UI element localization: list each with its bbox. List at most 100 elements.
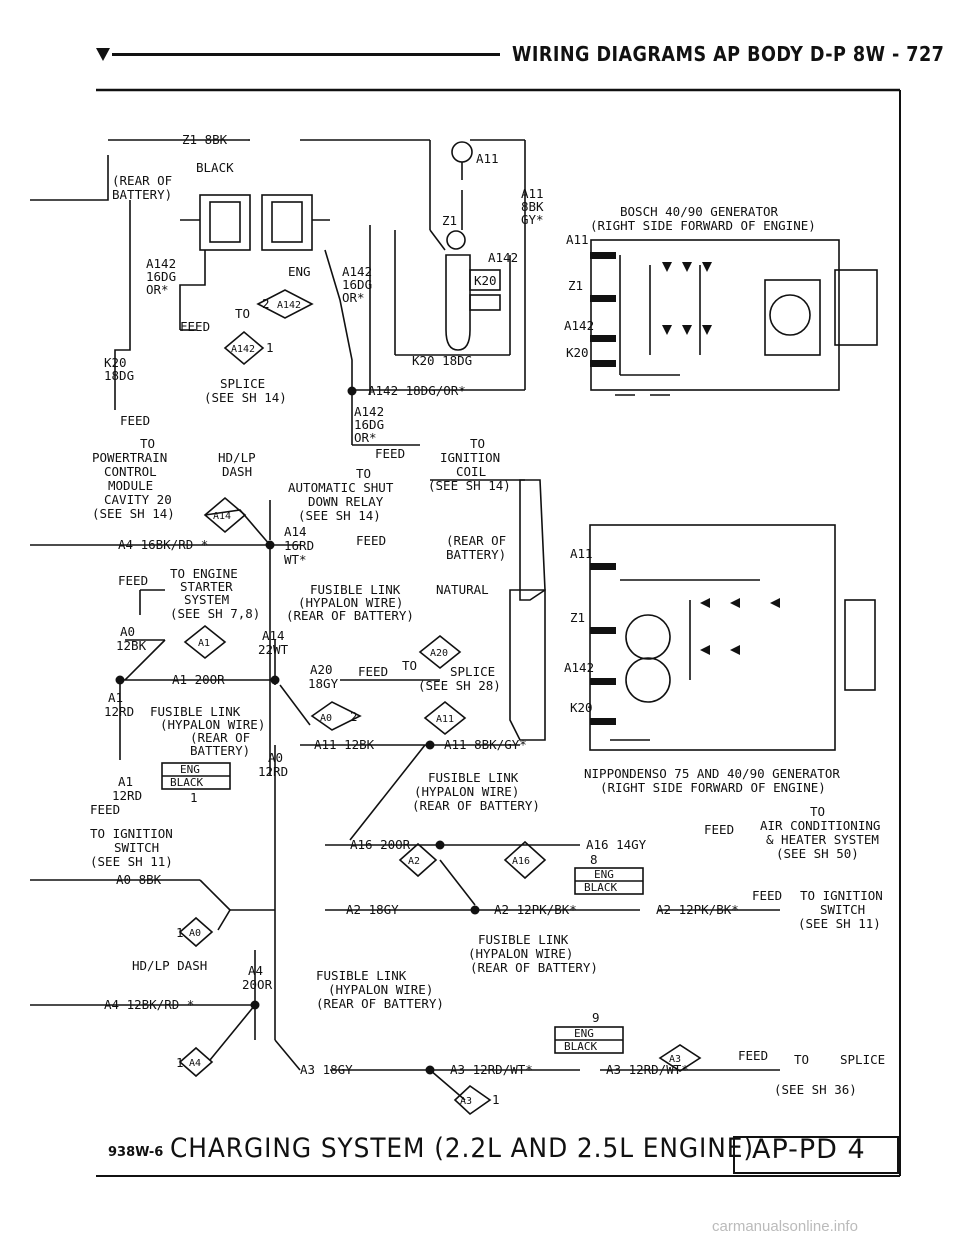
a14-1: A14 [284,524,307,539]
natural-label: NATURAL [436,582,489,597]
k20-left-2: 18DG [104,368,134,383]
k20-18dg-line-label: K20 18DG [412,353,472,368]
fl4-2: (HYPALON WIRE) [468,946,573,961]
fl4-3: (REAR OF BATTERY) [470,960,598,975]
eng-label: ENG [288,264,311,279]
z1-mid-label: Z1 [442,213,457,228]
to-spl-1: TO [402,658,417,673]
to-a3-label: TO [794,1052,809,1067]
gen2-k20: K20 [570,700,593,715]
a1-20or-label: A1 20OR [172,672,225,687]
see-sh14-a: (SEE SH 14) [204,390,287,405]
a0-12rd-1: A0 [268,750,283,765]
gen2-a11: A11 [570,546,593,561]
bosch-title: BOSCH 40/90 GENERATOR [620,204,779,219]
header-rule [112,53,500,56]
to-eng-4: (SEE SH 7,8) [170,606,260,621]
to-pcm-5: CAVITY 20 [104,492,172,507]
a0-8bk-label: A0 8BK [116,872,162,887]
to-asd-4: (SEE SH 14) [298,508,381,523]
to-label-1: TO [235,306,250,321]
feed-label-8: FEED [704,822,734,837]
a1b-1: A1 [118,774,133,789]
fl3-3: (REAR OF BATTERY) [412,798,540,813]
diagram-code: 938W-6 [108,1145,164,1160]
to-spl-2: SPLICE [450,664,495,679]
fl3-1: FUSIBLE LINK [428,770,519,785]
fl5-1: FUSIBLE LINK [316,968,407,983]
page-header: WIRING DIAGRAMS AP BODY D-P 8W - 727 [0,0,960,80]
a2-18gy-label: A2 18GY [346,902,399,917]
black-4: BLACK [564,1040,597,1053]
black-label: BLACK [196,160,234,175]
fl1-2: (HYPALON WIRE) [298,595,403,610]
a142-right-1: A142 [342,264,372,279]
hdlp-1: HD/LP [218,450,256,465]
to-ac-4: (SEE SH 50) [776,846,859,861]
conn-a142-label: A142 [277,300,301,311]
feed-label-9: FEED [752,888,782,903]
gen1-a11: A11 [566,232,589,247]
feed-label-10: FEED [738,1048,768,1063]
fl2-4: BATTERY) [190,743,250,758]
to-pcm-4: MODULE [108,478,153,493]
a2-12pk-b-label: A2 12PK/BK* [656,902,739,917]
to-ign-sw-2: SWITCH [114,840,159,855]
to-ign-1: TO [470,436,485,451]
one-label: 1 [190,790,198,805]
conn-a14-label: A14 [213,511,231,522]
conn-a4-label: A4 [189,1058,201,1069]
conn-a16-label: A16 [512,856,530,867]
feed-label-7: FEED [90,802,120,817]
a4-12bk-label: A4 12BK/RD * [104,997,194,1012]
feed-label-3: FEED [375,446,405,461]
a0-2: 12BK [116,638,147,653]
fl2-3: (REAR OF [190,730,250,745]
z1-8bk-label: Z1 8BK [182,132,228,147]
fl3-2: (HYPALON WIRE) [414,784,519,799]
k20-left-1: K20 [104,355,127,370]
feed-label-4: FEED [356,533,386,548]
conn-a20-label: A20 [430,648,448,659]
conn-a1-label: A1 [198,638,210,649]
conn-2-label: 2 [262,296,270,311]
a0-12rd-2: 12RD [258,764,288,779]
a3-12rd-label: A3 12RD/WT* [450,1062,533,1077]
conn-a142b-label: A142 [231,344,255,355]
gen1-z1: Z1 [568,278,583,293]
rear-of-label: (REAR OF [112,173,172,188]
conn-a0b-label: A0 [189,928,201,939]
hdlp-dash-label: HD/LP DASH [132,958,207,973]
a142-b-2: 16DG [354,417,384,432]
to-asd-2: AUTOMATIC SHUT [288,480,394,495]
gen2-z1: Z1 [570,610,585,625]
page-id-box [733,1136,899,1174]
hdlp-2: DASH [222,464,252,479]
a2-12pk-label: A2 12PK/BK* [494,902,577,917]
to-eng-1: TO ENGINE [170,566,238,581]
to-ign-sw-b-2: SWITCH [820,902,865,917]
to-ign-sw-b-3: (SEE SH 11) [798,916,881,931]
see-sh36-label: (SEE SH 36) [774,1082,857,1097]
a14-2: 16RD [284,538,314,553]
a142-left-3: OR* [146,282,169,297]
gen1-k20: K20 [566,345,589,360]
a142-right-3: OR* [342,290,365,305]
eng-4: ENG [574,1027,594,1040]
a4-1: A4 [248,963,263,978]
fl1-1: FUSIBLE LINK [310,582,401,597]
a11-label-2: 8BK [521,199,544,214]
a3-18gy-label: A3 18GY [300,1062,353,1077]
a14-22wt-2: 22WT [258,642,289,657]
a1b-2: 12RD [112,788,142,803]
a14-22wt-1: A14 [262,628,285,643]
to-ign-2: IGNITION [440,450,500,465]
conn-a3b-label: A3 [460,1096,472,1107]
triangle-marker-icon [96,48,110,61]
a16-14gy-label: A16 14GY [586,837,647,852]
fl2-1: FUSIBLE LINK [150,704,241,719]
a142-18dg-line-label: A142 18DG/OR* [368,383,466,398]
to-ign-3: COIL [456,464,486,479]
a20-2: 18GY [308,676,339,691]
to-pcm-2: POWERTRAIN [92,450,167,465]
